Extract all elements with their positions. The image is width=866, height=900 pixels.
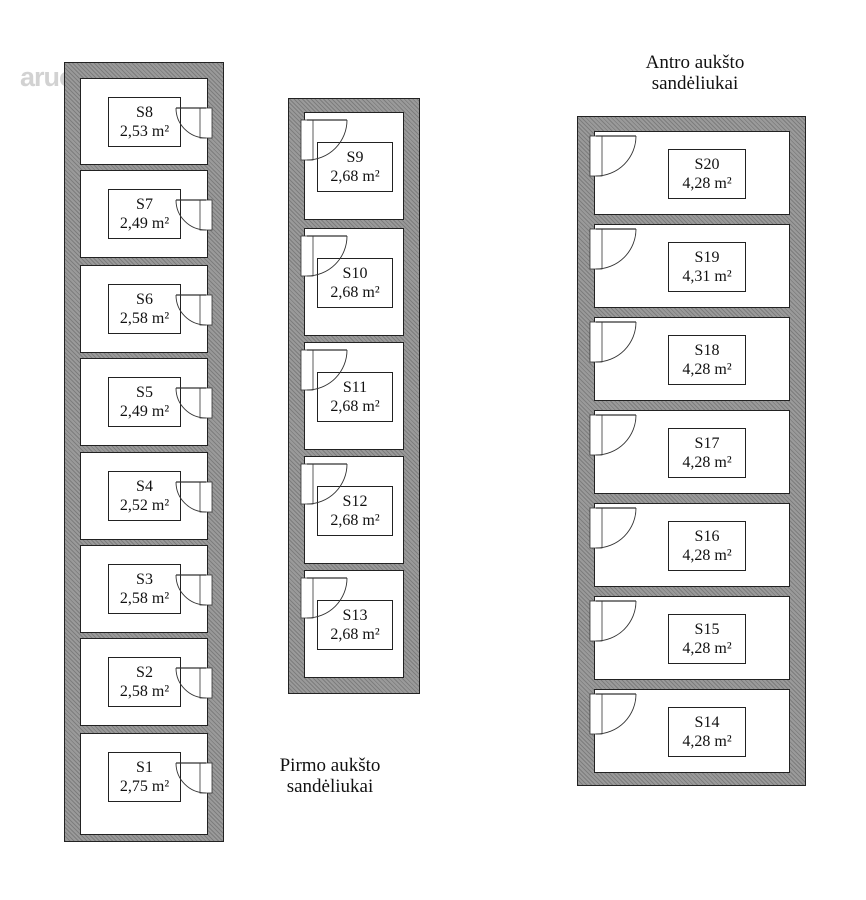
unit-label: S16 4,28 m² [668, 521, 746, 571]
first-floor-title: Pirmo aukšto sandėliukai [245, 755, 415, 797]
door-icon [300, 235, 348, 277]
unit-label: S1 2,75 m² [108, 752, 181, 802]
unit-name: S15 [694, 621, 720, 638]
door-icon [589, 414, 637, 456]
unit-name: S2 [136, 664, 153, 681]
unit-area: 2,52 m² [119, 497, 170, 514]
unit-label: S5 2,49 m² [108, 377, 181, 427]
unit-area: 4,28 m² [682, 454, 732, 471]
door-icon [300, 119, 348, 161]
unit-name: S6 [136, 291, 153, 308]
door-icon [175, 199, 213, 231]
first-floor-title-line1: Pirmo aukšto [279, 755, 381, 776]
unit-label: S8 2,53 m² [108, 97, 181, 147]
second-floor-title: Antro aukšto sandėliukai [610, 52, 780, 94]
unit-name: S8 [136, 104, 153, 121]
door-icon [300, 577, 348, 619]
unit-label: S3 2,58 m² [108, 564, 181, 614]
unit-area: 4,31 m² [682, 268, 732, 285]
door-icon [300, 349, 348, 391]
unit-area: 4,28 m² [682, 361, 732, 378]
unit-area: 2,68 m² [330, 398, 380, 415]
unit-area: 2,68 m² [330, 626, 380, 643]
unit-label: S2 2,58 m² [108, 657, 181, 707]
door-icon [589, 228, 637, 270]
unit-label: S6 2,58 m² [108, 284, 181, 334]
unit-name: S16 [694, 528, 720, 545]
unit-label: S4 2,52 m² [108, 471, 181, 521]
door-icon [175, 481, 213, 513]
unit-label: S17 4,28 m² [668, 428, 746, 478]
unit-label: S10 2,68 m² [317, 258, 393, 308]
door-icon [175, 667, 213, 699]
unit-area: 4,28 m² [682, 733, 732, 750]
unit-label: S19 4,31 m² [668, 242, 746, 292]
door-icon [175, 574, 213, 606]
second-floor-title-line2: sandėliukai [651, 73, 739, 94]
unit-name: S17 [694, 435, 720, 452]
unit-area: 2,75 m² [119, 778, 170, 795]
door-icon [589, 693, 637, 735]
unit-name: S20 [694, 156, 720, 173]
second-floor-title-line1: Antro aukšto [645, 52, 745, 73]
unit-label: S12 2,68 m² [317, 486, 393, 536]
unit-name: S9 [346, 149, 364, 166]
unit-name: S10 [342, 265, 368, 282]
unit-name: S14 [694, 714, 720, 731]
unit-area: 2,68 m² [330, 512, 380, 529]
door-icon [589, 321, 637, 363]
unit-area: 2,68 m² [330, 284, 380, 301]
unit-label: S15 4,28 m² [668, 614, 746, 664]
door-icon [589, 600, 637, 642]
unit-name: S1 [136, 759, 153, 776]
unit-name: S3 [136, 571, 153, 588]
unit-name: S19 [694, 249, 720, 266]
door-icon [589, 507, 637, 549]
door-icon [175, 294, 213, 326]
first-floor-title-line2: sandėliukai [286, 776, 374, 797]
unit-area: 4,28 m² [682, 640, 732, 657]
door-icon [175, 387, 213, 419]
unit-label: S14 4,28 m² [668, 707, 746, 757]
unit-label: S9 2,68 m² [317, 142, 393, 192]
unit-label: S7 2,49 m² [108, 189, 181, 239]
unit-label: S13 2,68 m² [317, 600, 393, 650]
unit-label: S11 2,68 m² [317, 372, 393, 422]
unit-name: S13 [342, 607, 368, 624]
unit-area: 2,58 m² [119, 310, 170, 327]
unit-label: S18 4,28 m² [668, 335, 746, 385]
door-icon [300, 463, 348, 505]
unit-name: S5 [136, 384, 153, 401]
unit-label: S20 4,28 m² [668, 149, 746, 199]
door-icon [175, 762, 213, 794]
unit-area: 2,53 m² [119, 123, 170, 140]
door-icon [175, 107, 213, 139]
unit-name: S11 [342, 379, 368, 396]
unit-name: S18 [694, 342, 720, 359]
unit-name: S12 [342, 493, 368, 510]
unit-name: S4 [136, 478, 153, 495]
door-icon [589, 135, 637, 177]
unit-area: 2,49 m² [119, 215, 170, 232]
unit-area: 4,28 m² [682, 547, 732, 564]
unit-area: 2,58 m² [119, 683, 170, 700]
unit-area: 2,68 m² [330, 168, 380, 185]
unit-area: 4,28 m² [682, 175, 732, 192]
unit-area: 2,58 m² [119, 590, 170, 607]
unit-area: 2,49 m² [119, 403, 170, 420]
unit-name: S7 [136, 196, 153, 213]
